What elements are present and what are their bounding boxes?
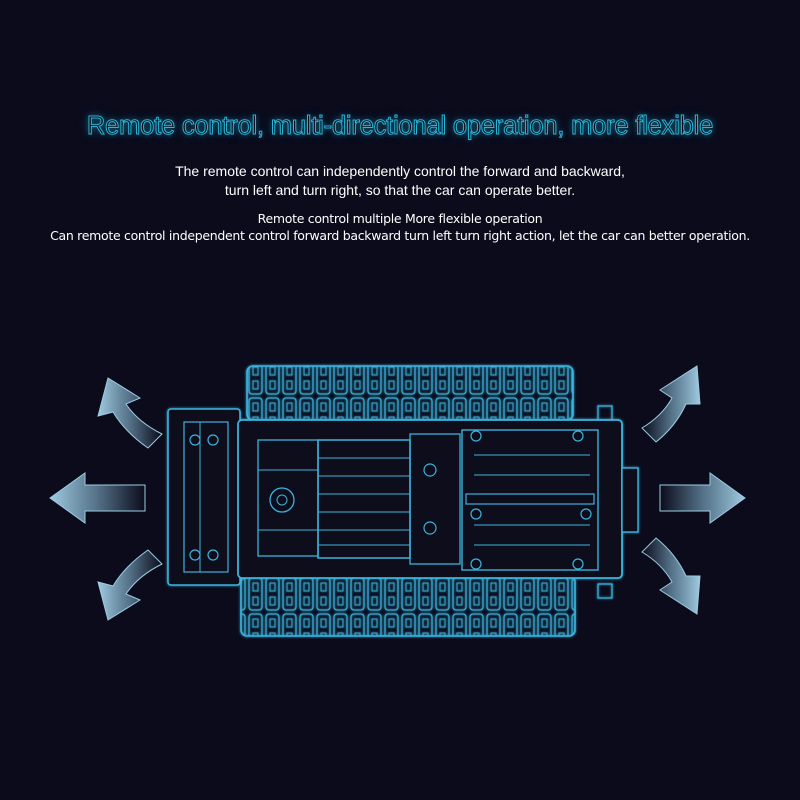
vehicle-illustration — [49, 365, 746, 637]
sub-description-line-2: Can remote control independent control f… — [50, 228, 750, 243]
description-line-2: turn left and turn right, so that the ca… — [224, 182, 576, 198]
headline: Remote control, multi-directional operat… — [86, 112, 714, 141]
sub-description-line-1: Remote control multiple More flexible op… — [257, 211, 543, 226]
arrow-right-icon — [659, 472, 746, 524]
vehicle-body — [167, 365, 639, 637]
sub-description: Remote control multiple More flexible op… — [0, 210, 800, 244]
description: The remote control can independently con… — [0, 162, 800, 200]
arrow-down-left-icon — [97, 549, 163, 621]
arrow-down-right-icon — [641, 537, 701, 615]
arrow-left-icon — [49, 472, 146, 524]
arrow-up-right-icon — [641, 365, 701, 443]
arrow-up-left-icon — [97, 377, 163, 449]
description-line-1: The remote control can independently con… — [175, 163, 625, 179]
